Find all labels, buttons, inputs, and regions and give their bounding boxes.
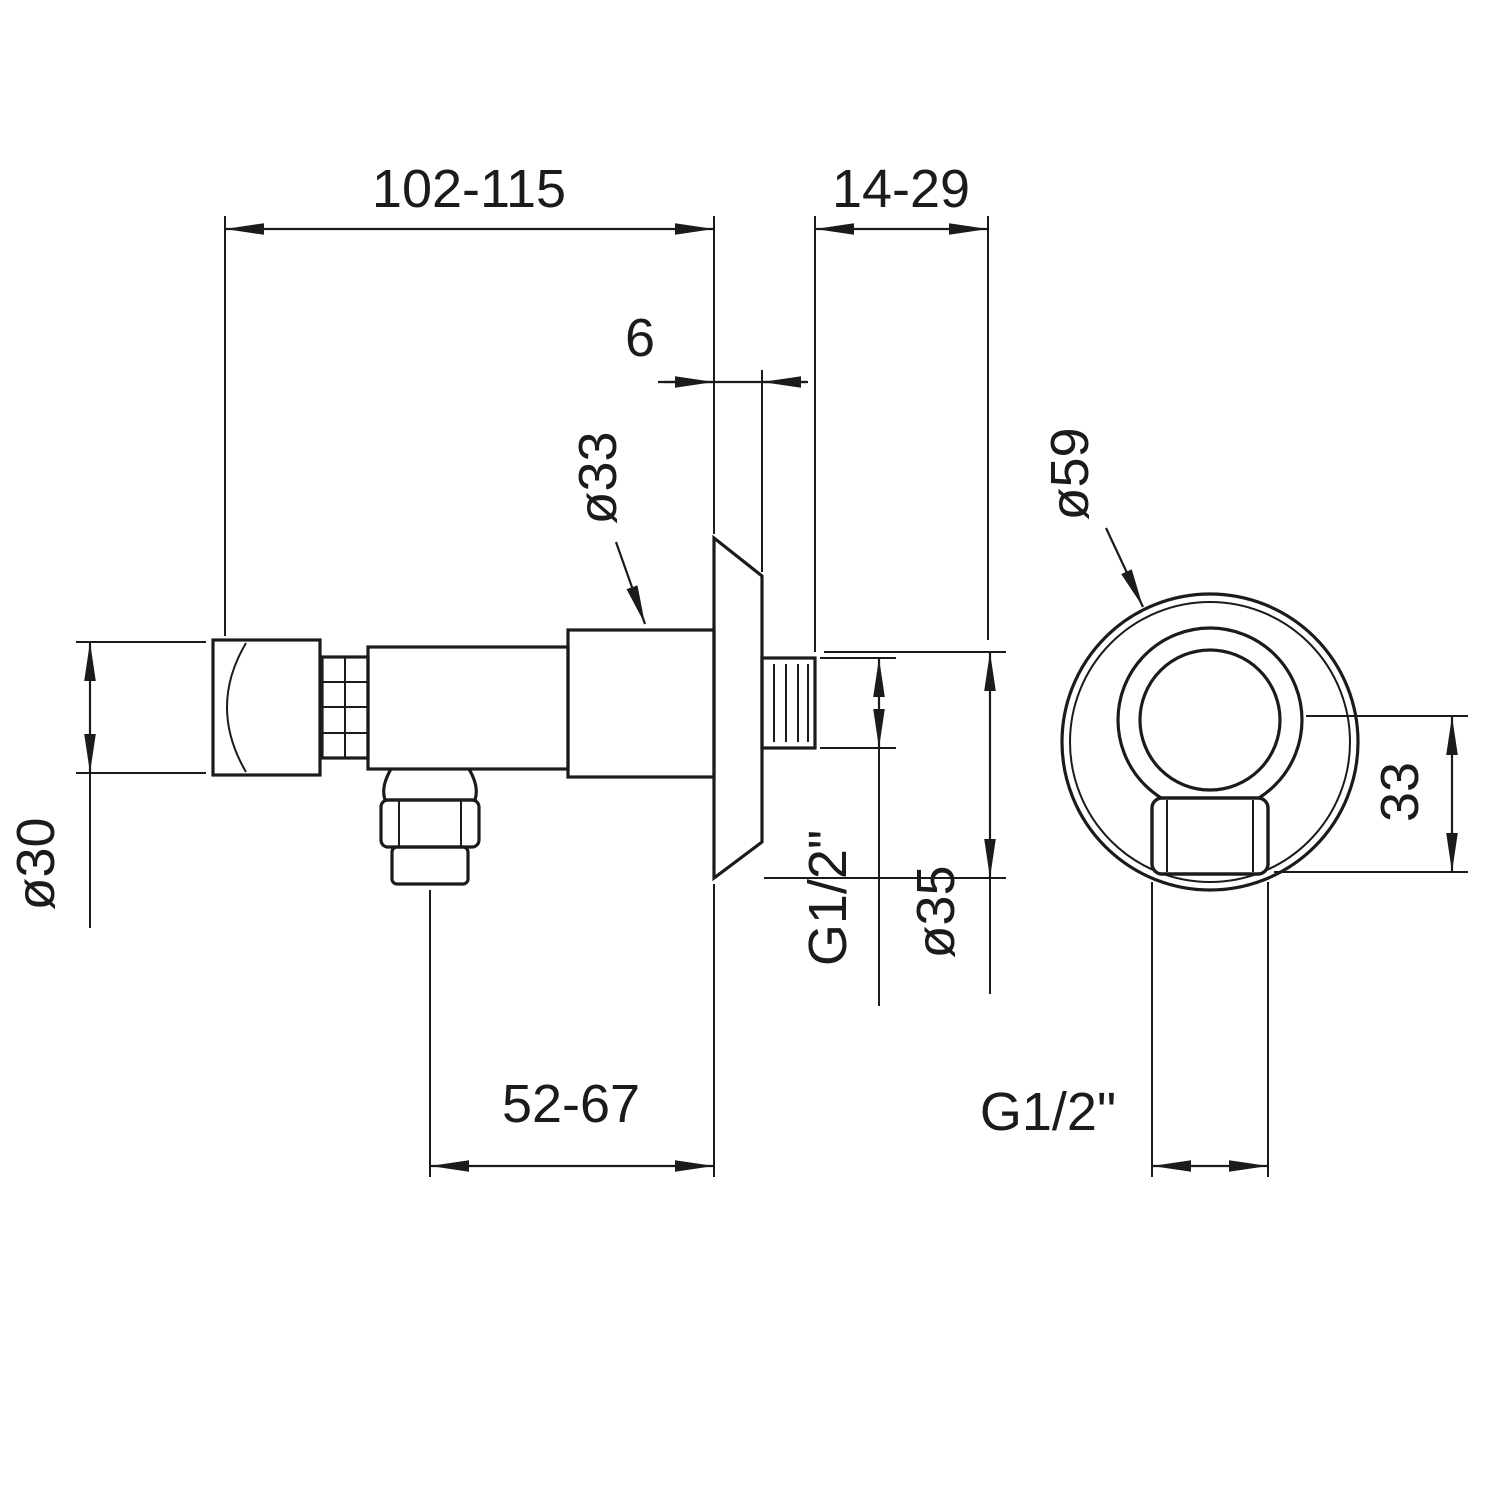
dim-body-collar-dia-label: ø33 [568, 431, 628, 524]
dim-outlet-thread-label: G1/2" [980, 1082, 1116, 1142]
valve-body-collar [566, 628, 716, 779]
outlet-connector [1150, 796, 1270, 876]
dim-hub-dia-label: ø35 [906, 865, 966, 958]
dim-faceplate-dia-label: ø59 [1040, 427, 1100, 520]
valve-body [366, 645, 570, 771]
front-view [1060, 592, 1360, 892]
outlet-shoulder [382, 768, 478, 802]
handle-face-arc [226, 642, 247, 773]
side-view [211, 534, 817, 886]
dim-wall-adjust-label: 14-29 [832, 159, 970, 219]
valve-handle [211, 638, 322, 777]
faceplate-outer-circle [1060, 592, 1360, 892]
leader-line [1105, 527, 1144, 608]
dim-inlet-thread-label: G1/2" [798, 830, 858, 966]
dim-outlet-offset-label: 52-67 [502, 1074, 640, 1134]
hub-outer-circle [1116, 626, 1304, 814]
dim-outlet-height-label: 33 [1370, 762, 1430, 822]
wall-nipple [760, 656, 817, 750]
faceplate-inner-circle [1069, 601, 1351, 883]
dimension-annotations: 102-115 14-29 6 ø33 ø30 G1/2" ø35 [6, 159, 1468, 1177]
outlet-nipple [390, 845, 470, 886]
leader-line [614, 541, 647, 625]
dim-depth-range-label: 102-115 [372, 159, 566, 219]
dim-plate-thickness-label: 6 [625, 308, 655, 368]
hub-inner-circle [1138, 648, 1282, 792]
dim-handle-dia-label: ø30 [6, 817, 66, 910]
outlet-nut [379, 798, 481, 849]
cover-plate [712, 534, 764, 882]
